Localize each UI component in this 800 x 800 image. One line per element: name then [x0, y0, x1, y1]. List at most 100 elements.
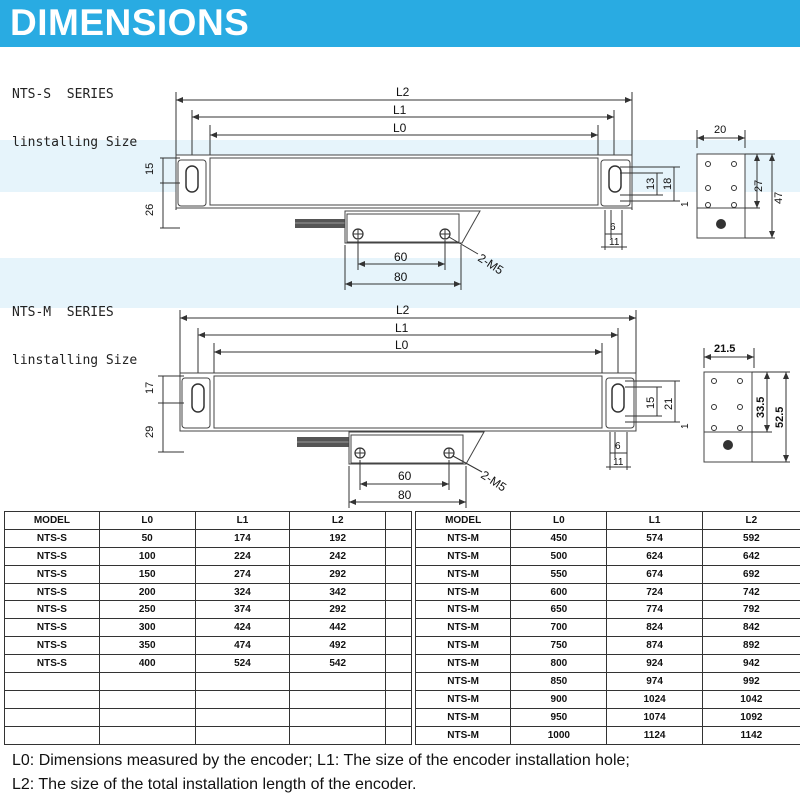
series-m-title: NTS-M SERIES linstalling Size — [12, 273, 137, 385]
m-end-52-5-label: 52.5 — [774, 407, 786, 428]
m-h-top-label: 17 — [144, 382, 156, 394]
table-cell: 1000 — [510, 725, 608, 745]
table-gap-cell — [385, 654, 412, 674]
table-cell: NTS-M — [414, 600, 512, 620]
table-cell: 100 — [98, 546, 196, 566]
m-side-21-label: 21 — [663, 398, 675, 410]
table-cell: 724 — [606, 582, 703, 602]
table-cell — [194, 707, 291, 727]
table-header-row: MODEL L0 L1 L2 — [4, 511, 412, 530]
s-side-6-label: 6 — [610, 222, 616, 233]
table-cell — [289, 672, 387, 691]
table-cell: NTS-M — [414, 689, 512, 709]
table-cell: 424 — [194, 618, 291, 638]
table-cell — [98, 672, 196, 691]
table-cell: 892 — [701, 636, 800, 656]
table-cell: NTS-M — [414, 707, 512, 727]
table-gap-cell — [385, 689, 412, 709]
s-w80-label: 80 — [394, 270, 408, 284]
series-s-subtitle: linstalling Size — [12, 135, 138, 150]
table-cell: 742 — [701, 582, 800, 602]
series-m-subtitle: linstalling Size — [12, 353, 138, 368]
table-gap-cell — [385, 725, 412, 745]
table-cell: 350 — [98, 636, 196, 656]
table-cell: 674 — [606, 564, 703, 584]
table-cell: 442 — [289, 618, 387, 638]
table-cell: 642 — [701, 546, 800, 566]
dimension-drawing: L2 L1 L0 15 26 60 — [144, 85, 790, 508]
table-cell: 450 — [510, 528, 608, 548]
m-h-bottom-label: 29 — [144, 426, 156, 438]
table-cell: 692 — [701, 564, 800, 584]
table-cell: 200 — [98, 582, 196, 602]
s-end-27-label: 27 — [753, 180, 765, 192]
table-cell — [289, 689, 387, 709]
table-gap-cell — [385, 546, 412, 566]
table-cell: 650 — [510, 600, 608, 620]
table-cell: 224 — [194, 546, 291, 566]
table-row — [4, 725, 412, 745]
table-cell: 900 — [510, 689, 608, 709]
m-w80-label: 80 — [398, 488, 412, 502]
table-cell — [289, 707, 387, 727]
table-cell: 1092 — [701, 707, 800, 727]
table-cell: 1024 — [606, 689, 703, 709]
table-header-row: MODEL L0 L1 L2 — [414, 511, 800, 530]
series-m-name: NTS-M SERIES — [12, 305, 114, 320]
table-gap-cell — [385, 528, 412, 548]
table-cell: 1042 — [701, 689, 800, 709]
table-cell: NTS-S — [4, 600, 100, 620]
table-cell: 774 — [606, 600, 703, 620]
table-cell — [194, 689, 291, 709]
table-cell: 292 — [289, 600, 387, 620]
note-line-1: L0: Dimensions measured by the encoder; … — [12, 752, 630, 769]
table-gap-cell — [385, 707, 412, 727]
table-cell: 1074 — [606, 707, 703, 727]
s-l1-label: L1 — [393, 103, 407, 117]
s-end-width-label: 20 — [714, 124, 726, 136]
table-cell: NTS-S — [4, 582, 100, 602]
table-cell: 500 — [510, 546, 608, 566]
table-cell: 400 — [98, 654, 196, 674]
table-gap-cell — [385, 582, 412, 602]
nts-s-end-view: 20 27 47 — [696, 124, 785, 239]
table-cell: NTS-S — [4, 546, 100, 566]
table-cell: 50 — [98, 528, 196, 548]
m-l1-label: L1 — [395, 321, 409, 335]
s-h-top-label: 15 — [144, 163, 156, 175]
table-header-cell: MODEL — [4, 511, 100, 530]
table-cell: 950 — [510, 707, 608, 727]
table-row — [4, 689, 412, 709]
table-cell — [98, 707, 196, 727]
table-cell: 524 — [194, 654, 291, 674]
table-cell: NTS-S — [4, 636, 100, 656]
table-cell: 192 — [289, 528, 387, 548]
table-cell: NTS-M — [414, 725, 512, 745]
s-side-13-label: 13 — [645, 178, 657, 190]
m-w60-label: 60 — [398, 469, 412, 483]
table-cell: 274 — [194, 564, 291, 584]
table-cell: 150 — [98, 564, 196, 584]
series-s-title: NTS-S SERIES linstalling Size — [12, 55, 137, 167]
m-screw-label: 2-M5 — [478, 468, 509, 495]
table-cell: 324 — [194, 582, 291, 602]
table-cell — [194, 672, 291, 691]
table-cell: 824 — [606, 618, 703, 638]
table-cell: NTS-M — [414, 654, 512, 674]
table-cell — [289, 725, 387, 745]
table-cell — [98, 689, 196, 709]
table-gap-cell — [385, 564, 412, 584]
m-end-33-5-label: 33.5 — [755, 397, 767, 418]
table-cell: 1124 — [606, 725, 703, 745]
